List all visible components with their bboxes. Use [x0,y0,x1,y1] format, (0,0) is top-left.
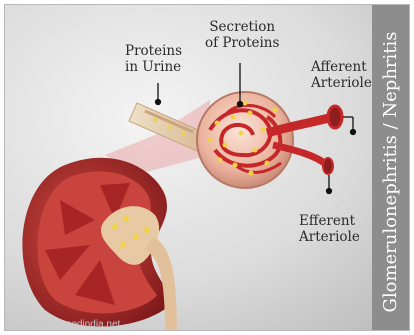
label-proteins-in-urine: Proteins in Urine [125,43,182,75]
label-efferent-arteriole: Efferent Arteriole [299,213,360,245]
diagram-title: Glomerulonephritis / Nephritis [375,7,407,331]
diagram-frame: Proteins in Urine Secretion of Proteins … [4,4,410,331]
label-line: Arteriole [299,229,360,245]
glomerulus [197,92,342,188]
label-line: in Urine [125,59,182,75]
watermark: © www.medindia.net [29,319,120,330]
label-line: Arteriole [311,75,372,91]
kidney-glomerulus-illustration [5,5,410,331]
label-secretion-of-proteins: Secretion of Proteins [205,19,279,51]
label-line: Proteins [125,43,182,59]
label-line: of Proteins [205,35,279,51]
kidney [22,158,177,331]
label-line: Secretion [205,19,279,35]
label-afferent-arteriole: Afferent Arteriole [311,59,372,91]
label-line: Efferent [299,213,360,229]
label-line: Afferent [311,59,372,75]
